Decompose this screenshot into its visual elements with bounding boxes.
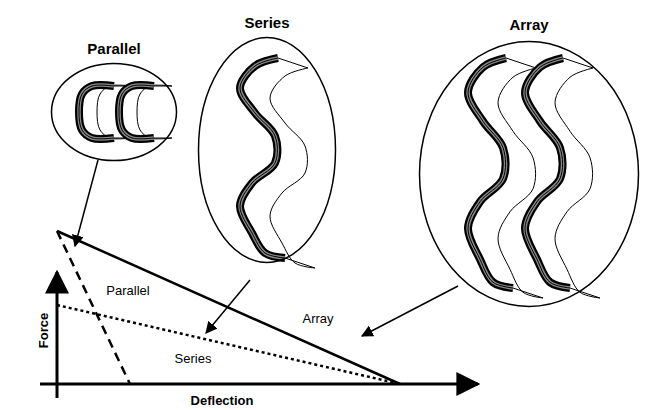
spring-edge	[506, 58, 536, 68]
spring-edge	[278, 58, 308, 68]
spring-strip-core	[468, 58, 513, 288]
spring-strip-core	[119, 85, 154, 139]
axis-label: Force	[37, 310, 52, 349]
label-text: Array	[300, 311, 335, 326]
group-heading: Array	[418, 16, 640, 33]
group-heading: Series	[197, 14, 337, 31]
curve-label: Array	[300, 311, 335, 326]
ellipse-outline	[418, 40, 640, 308]
spring-strip-face	[468, 58, 513, 288]
spring-back-edge	[270, 68, 315, 268]
spring-strip	[79, 85, 114, 139]
spring-strip-face	[79, 85, 114, 139]
spring-edge	[513, 288, 543, 298]
deflection-axis	[40, 383, 478, 386]
ellipse-outline	[50, 62, 178, 162]
series-line	[57, 305, 400, 384]
spring-strip	[240, 58, 285, 258]
label-text: Series	[173, 351, 214, 366]
ellipse-outline	[197, 36, 337, 264]
spring-strip-core	[240, 58, 285, 258]
spring-strip	[119, 85, 154, 139]
spring-edge	[154, 86, 172, 87]
spring-back-edge	[137, 85, 172, 139]
spring-strip-face	[240, 58, 285, 258]
leader-arrow	[75, 160, 98, 246]
spring-strip-face	[525, 58, 570, 288]
ellipse-group: Parallel	[50, 62, 178, 162]
spring-strip-core	[79, 85, 114, 139]
leader-arrow	[206, 280, 250, 333]
label-text: Parallel	[104, 283, 151, 298]
spring-strip	[468, 58, 513, 288]
force-axis	[56, 272, 59, 398]
array-line	[57, 231, 400, 384]
label-text: Force	[37, 310, 52, 349]
spring-edge	[285, 258, 315, 268]
group-heading: Parallel	[50, 40, 178, 57]
spring-edge	[570, 288, 600, 298]
label-text: Deflection	[189, 393, 256, 408]
spring-strip-face	[119, 85, 154, 139]
curve-label: Parallel	[104, 283, 151, 298]
ellipse-group: Series	[197, 36, 337, 264]
parallel-line	[57, 231, 130, 384]
curve-label: Series	[173, 351, 214, 366]
spring-strip-core	[525, 58, 570, 288]
spring-edge	[154, 138, 172, 139]
spring-strip	[525, 58, 570, 288]
axis-label: Deflection	[189, 393, 256, 408]
leader-arrow	[362, 286, 458, 336]
ellipse-group: Array	[418, 40, 640, 308]
